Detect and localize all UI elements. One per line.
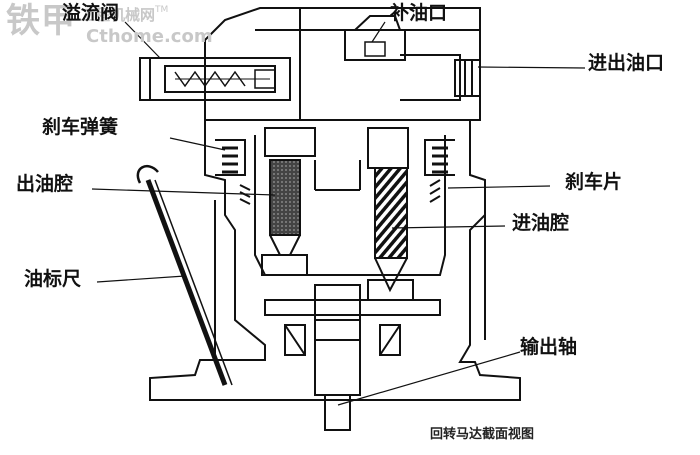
watermark-url: Cthome.com: [86, 26, 213, 47]
label-output-shaft: 输出轴: [520, 336, 578, 358]
bearing-right: [379, 324, 401, 356]
label-outlet-chamber: 出油腔: [16, 173, 74, 195]
label-inlet-chamber: 进油腔: [512, 212, 570, 234]
leader-makeup-port: [371, 21, 386, 43]
swash-plate: [264, 299, 441, 316]
inlet-outlet-port-body: [400, 54, 481, 101]
brake-spring-left: [215, 139, 246, 176]
dipstick-body: [136, 165, 233, 386]
label-relief-valve: 溢流阀: [62, 2, 120, 24]
leader-brake-spring: [169, 137, 226, 151]
leader-output-shaft: [337, 351, 521, 406]
label-brake-spring: 刹车弹簧: [42, 116, 119, 138]
brake-spring-right: [424, 139, 455, 176]
output-shaft-body: [314, 284, 361, 431]
label-brake-disc: 刹车片: [565, 171, 623, 193]
label-dipstick: 油标尺: [24, 268, 82, 290]
valve-block-outline: [204, 7, 481, 121]
watermark-tagline: 工程机械网: [80, 6, 156, 24]
label-inlet-outlet-port: 进出油口: [588, 52, 665, 74]
motor-housing-outline: [149, 120, 521, 401]
leader-inlet-outlet: [477, 66, 586, 69]
figure-caption: 回转马达截面视图: [430, 427, 535, 442]
outlet-chamber-piston: [261, 127, 316, 276]
makeup-port-body: [344, 15, 406, 61]
watermark: 铁甲工程机械网TM Cthome.com: [6, 1, 213, 46]
watermark-brand: 铁甲: [6, 1, 76, 41]
label-makeup-oil-port: 补油口: [390, 2, 448, 24]
leader-brake-disc: [447, 185, 551, 189]
inlet-chamber-piston: [367, 127, 414, 301]
cylinder-block-outline: [254, 135, 446, 276]
leader-inlet-chamber: [391, 225, 506, 229]
leader-dipstick: [96, 275, 186, 283]
relief-valve-body: [139, 57, 291, 101]
leader-outlet-chamber: [91, 188, 276, 196]
watermark-trademark: TM: [155, 5, 169, 15]
leader-relief-valve: [124, 21, 161, 59]
bearing-left: [284, 324, 306, 356]
